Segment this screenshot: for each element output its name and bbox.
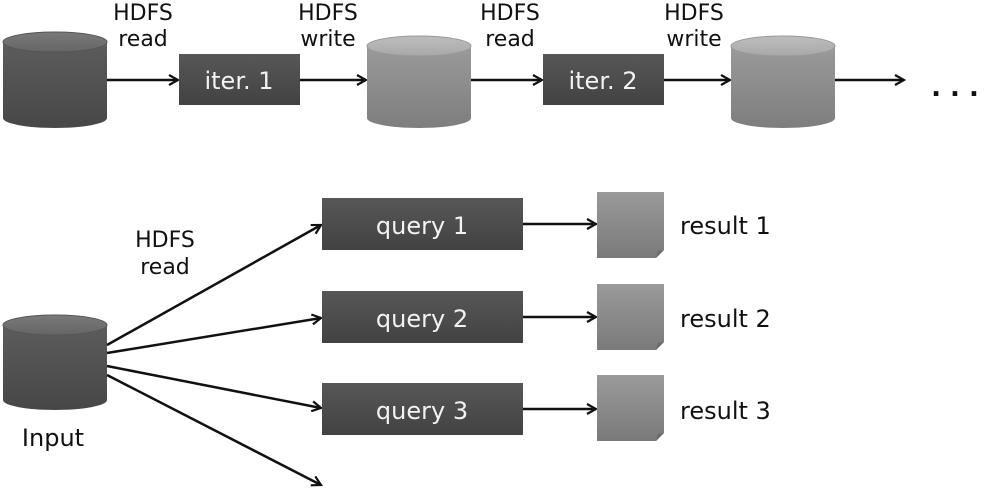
result-document-2 xyxy=(597,284,664,350)
edge-label-hdfs: HDFS xyxy=(298,1,358,26)
query-box-2: query 2 xyxy=(322,291,523,343)
arrow-input-to-more xyxy=(106,373,321,485)
query-label: query 3 xyxy=(376,397,468,425)
query-label: query 1 xyxy=(376,212,468,240)
iteration-label: iter. 1 xyxy=(204,67,273,95)
storage-cylinder-intermediate-2 xyxy=(730,35,836,128)
edge-label-hdfs: HDFS xyxy=(113,1,173,26)
result-label: result 2 xyxy=(680,305,771,333)
edge-label-write: write xyxy=(300,27,355,52)
edge-label-hdfs: HDFS xyxy=(480,1,540,26)
edge-label-hdfs: HDFS xyxy=(135,228,195,253)
result-document-1 xyxy=(597,192,664,258)
arrow-input-to-query-2 xyxy=(106,318,321,355)
arrow-input-to-query-3 xyxy=(106,364,321,408)
arrow-input-to-query-1 xyxy=(106,225,321,347)
edge-label-read: read xyxy=(485,27,535,52)
input-label: Input xyxy=(22,424,84,452)
storage-cylinder-source xyxy=(2,31,108,128)
result-label: result 1 xyxy=(680,212,771,240)
result-document-3 xyxy=(597,375,664,441)
iteration-box-2: iter. 2 xyxy=(543,54,664,105)
edge-label-hdfs: HDFS xyxy=(664,1,724,26)
query-label: query 2 xyxy=(376,305,468,333)
query-box-1: query 1 xyxy=(322,198,523,250)
edge-label-write: write xyxy=(666,27,721,52)
ellipsis-continuation: . . . xyxy=(931,73,979,103)
query-box-3: query 3 xyxy=(322,383,523,435)
edge-label-read: read xyxy=(118,27,168,52)
storage-cylinder-input xyxy=(2,314,108,410)
storage-cylinder-intermediate-1 xyxy=(366,35,472,128)
result-label: result 3 xyxy=(680,397,771,425)
edge-label-read: read xyxy=(140,255,190,280)
iteration-label: iter. 2 xyxy=(568,67,637,95)
iteration-box-1: iter. 1 xyxy=(179,54,300,105)
